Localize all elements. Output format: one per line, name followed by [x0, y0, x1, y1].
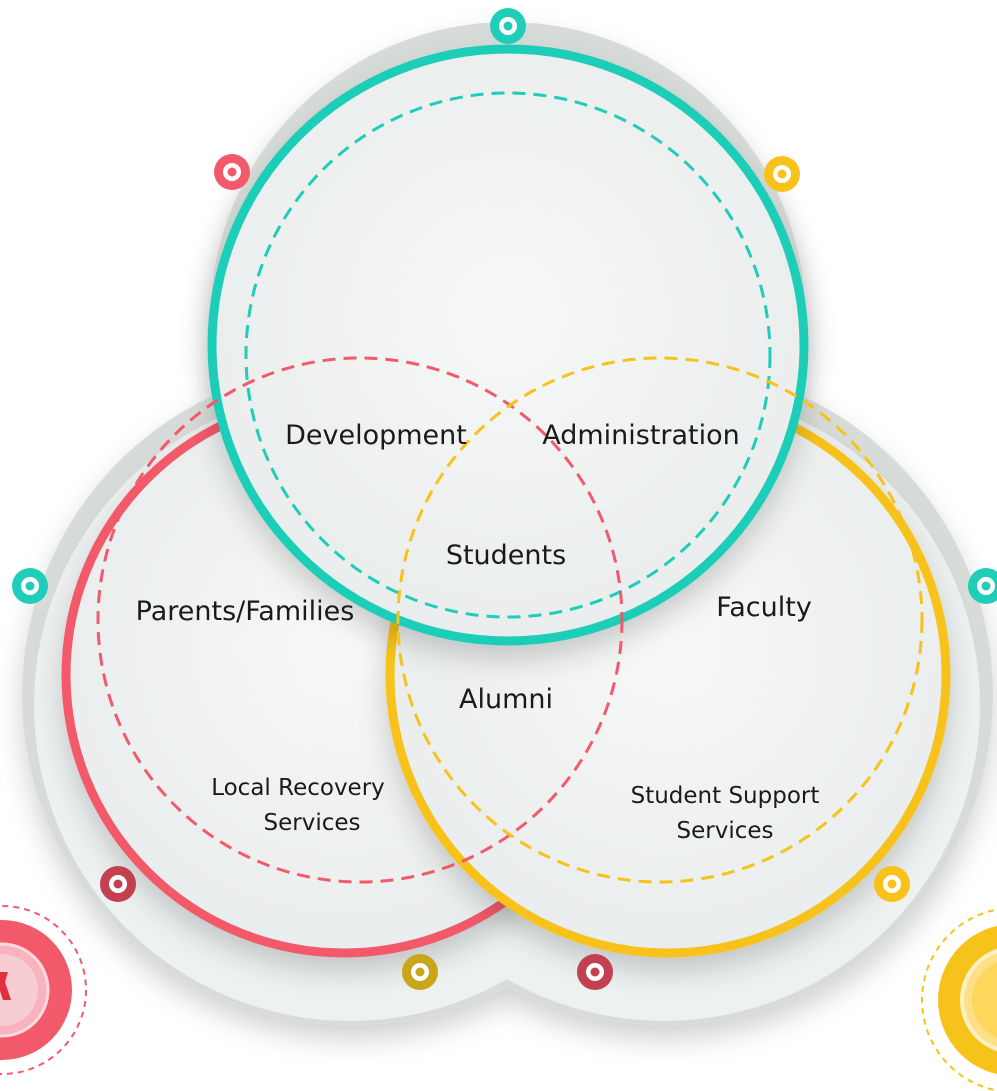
label-student-support-line1: Student Support: [631, 783, 820, 809]
corner-badge-yellow: [921, 908, 997, 1091]
dot-red-upper-left: [214, 154, 250, 190]
label-faculty: Faculty: [716, 592, 812, 623]
decor-dots: [12, 8, 997, 990]
dot-olive-bottom: [402, 954, 438, 990]
label-administration: Administration: [542, 420, 740, 451]
dot-teal-top: [490, 8, 526, 44]
label-local-recovery-line1: Local Recovery: [211, 775, 385, 801]
circle-teal: [207, 44, 809, 646]
label-students: Students: [446, 540, 566, 571]
label-parents-families: Parents/Families: [136, 596, 355, 627]
dot-teal-left: [12, 568, 48, 604]
dot-yellow-upper-right: [764, 156, 800, 192]
corner-badge-red: [0, 905, 87, 1075]
dashed-circle-red: [96, 356, 624, 884]
label-student-support-line2: Services: [677, 818, 774, 844]
dashed-circle-teal: [244, 91, 772, 619]
dot-darkred-bottom: [577, 954, 613, 990]
dashed-circle-yellow: [396, 356, 924, 884]
label-development: Development: [285, 420, 467, 451]
dot-teal-right: [968, 568, 997, 604]
label-alumni: Alumni: [459, 684, 553, 715]
label-local-recovery-line2: Services: [264, 810, 361, 836]
dot-yellow-lower-right: [874, 866, 910, 902]
dot-darkred-lower-left: [100, 866, 136, 902]
